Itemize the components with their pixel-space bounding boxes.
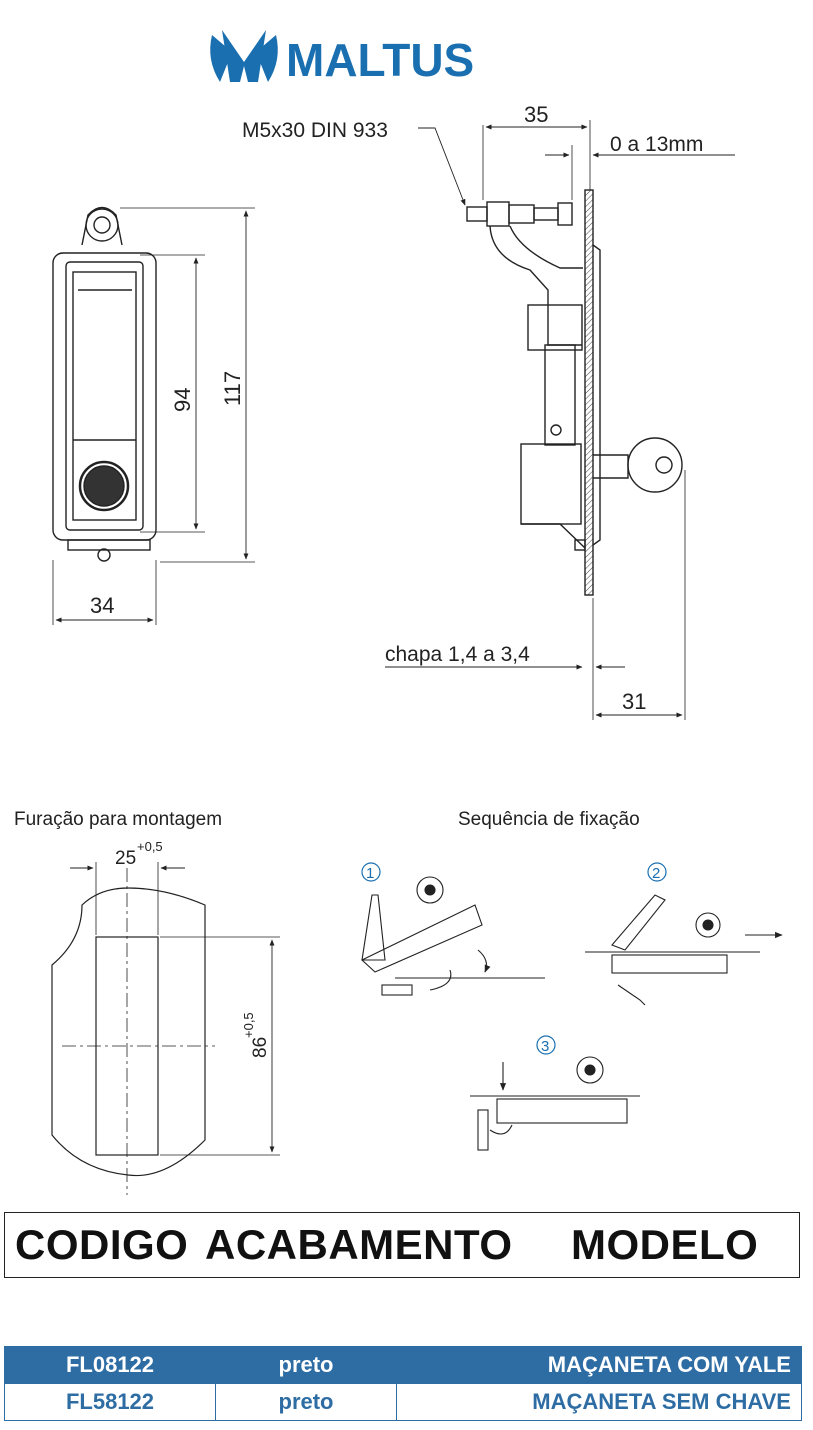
sequence-step-1: 1: [361, 862, 545, 996]
dim-width-34: 34: [90, 593, 114, 618]
sequence-title: Sequência de fixação: [458, 809, 640, 830]
product-code: FL58122: [4, 1383, 216, 1421]
technical-drawing: MALTUS 34 94 117: [14, 30, 783, 1195]
step-2-number: 2: [652, 865, 660, 882]
header-finish: ACABAMENTO: [205, 1221, 513, 1268]
table-row: FL08122 preto MAÇANETA COM YALE: [4, 1346, 802, 1384]
product-table: FL08122 preto MAÇANETA COM YALE FL58122 …: [4, 1346, 802, 1421]
cutout-drawing: [51, 862, 280, 1195]
cutout-width-tolerance: +0,5: [137, 839, 163, 854]
dim-height-117: 117: [220, 371, 245, 406]
maltus-logo-mark: [210, 30, 278, 82]
product-model: MAÇANETA COM YALE: [396, 1346, 802, 1384]
front-view: [52, 206, 255, 625]
product-code: FL08122: [4, 1346, 216, 1384]
cutout-height-tolerance: +0,5: [241, 1012, 256, 1038]
header-code: CODIGO: [15, 1221, 189, 1268]
cutout-height-label: 86: [250, 1037, 271, 1058]
product-model: MAÇANETA SEM CHAVE: [396, 1383, 802, 1421]
step-3-number: 3: [541, 1038, 549, 1055]
cutout-title: Furação para montagem: [14, 809, 222, 830]
side-view: [385, 120, 735, 720]
product-finish: preto: [215, 1346, 397, 1384]
brand-name: MALTUS: [286, 34, 474, 86]
cutout-width-label: 25: [115, 848, 136, 869]
dim-height-94: 94: [170, 388, 195, 412]
sequence-step-3: 3: [470, 1035, 640, 1151]
table-row: FL58122 preto MAÇANETA SEM CHAVE: [4, 1383, 802, 1421]
sequence-step-2: 2: [585, 862, 783, 1006]
header-model: MODELO: [571, 1221, 759, 1268]
screw-label: M5x30 DIN 933: [242, 119, 388, 142]
dim-projection-31: 31: [622, 689, 646, 714]
dim-depth-35: 35: [524, 102, 548, 127]
maltus-logo: MALTUS: [210, 30, 474, 86]
product-finish: preto: [215, 1383, 397, 1421]
step-1-number: 1: [366, 865, 374, 882]
dim-range: 0 a 13mm: [610, 133, 703, 156]
product-table-header: CODIGO ACABAMENTO MODELO: [4, 1212, 800, 1278]
sheet-thickness-label: chapa 1,4 a 3,4: [385, 643, 530, 666]
